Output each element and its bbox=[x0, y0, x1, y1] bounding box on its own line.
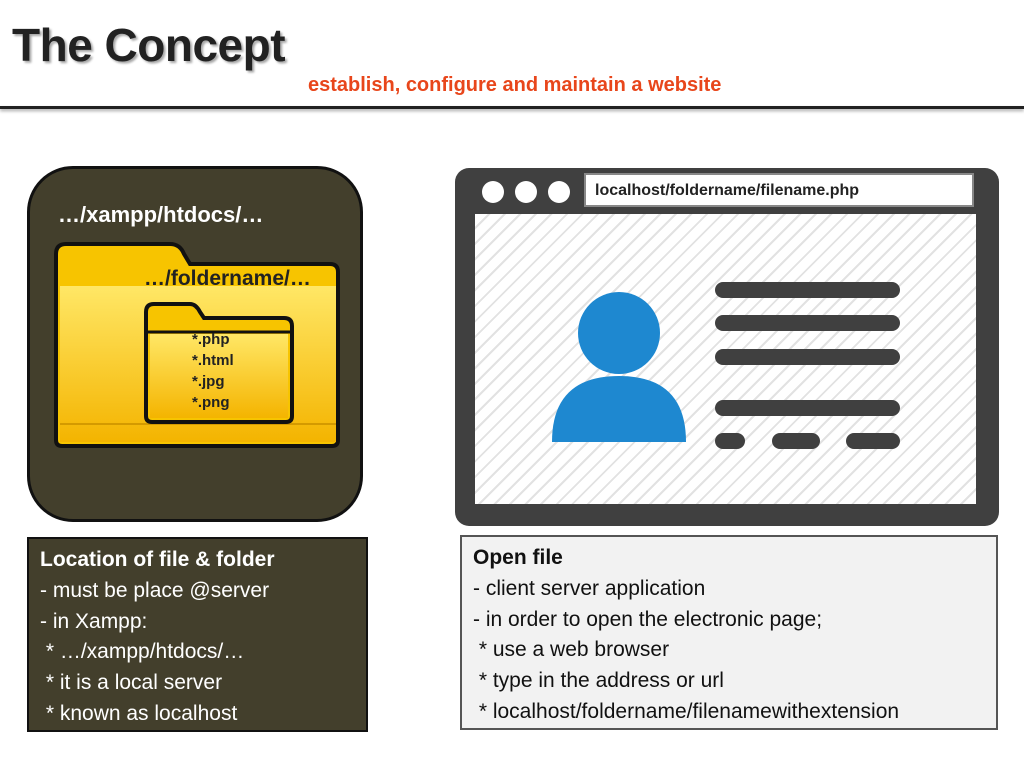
server-info-heading: Location of file & folder bbox=[40, 548, 275, 571]
title-divider bbox=[0, 106, 1024, 109]
server-info-box: Location of file & folder - must be plac… bbox=[27, 537, 368, 732]
browser-info-line: * localhost/foldername/filenamewithexten… bbox=[473, 699, 900, 723]
browser-info-line: - client server application bbox=[473, 576, 706, 600]
text-line-icon bbox=[846, 433, 900, 449]
browser-info-line: * type in the address or url bbox=[473, 669, 724, 693]
browser-info-box: Open file - client server application - … bbox=[460, 535, 998, 730]
window-dot-icon bbox=[515, 181, 537, 203]
file-ext-png: *.png bbox=[192, 394, 230, 411]
text-line-icon bbox=[715, 400, 900, 416]
file-extension-list: *.php *.html *.jpg *.png bbox=[192, 329, 234, 413]
server-info-line: * …/xampp/htdocs/… bbox=[40, 640, 245, 664]
browser-info-heading: Open file bbox=[473, 546, 563, 569]
user-avatar-icon bbox=[552, 292, 686, 442]
server-info-line: - must be place @server bbox=[40, 578, 270, 602]
file-ext-php: *.php bbox=[192, 331, 230, 348]
server-info-line: * it is a local server bbox=[40, 671, 223, 695]
address-bar[interactable]: localhost/foldername/filename.php bbox=[584, 173, 974, 207]
text-line-icon bbox=[715, 349, 900, 365]
text-line-icon bbox=[715, 282, 900, 298]
text-line-icon bbox=[715, 315, 900, 331]
text-line-icon bbox=[772, 433, 820, 449]
browser-info-line: * use a web browser bbox=[473, 638, 670, 662]
window-dot-icon bbox=[482, 181, 504, 203]
page-subtitle: establish, configure and maintain a webs… bbox=[308, 74, 722, 96]
window-dot-icon bbox=[548, 181, 570, 203]
server-path-label: …/xampp/htdocs/… bbox=[58, 202, 264, 227]
server-info-line: - in Xampp: bbox=[40, 609, 148, 633]
page-title: The Concept bbox=[12, 19, 286, 71]
file-ext-html: *.html bbox=[192, 352, 234, 369]
folder-icon bbox=[54, 242, 340, 448]
server-info-line: * known as localhost bbox=[40, 701, 238, 725]
file-ext-jpg: *.jpg bbox=[192, 373, 225, 390]
text-line-icon bbox=[715, 433, 745, 449]
folder-name-label: …/foldername/… bbox=[144, 267, 311, 290]
browser-info-line: - in order to open the electronic page; bbox=[473, 607, 823, 631]
